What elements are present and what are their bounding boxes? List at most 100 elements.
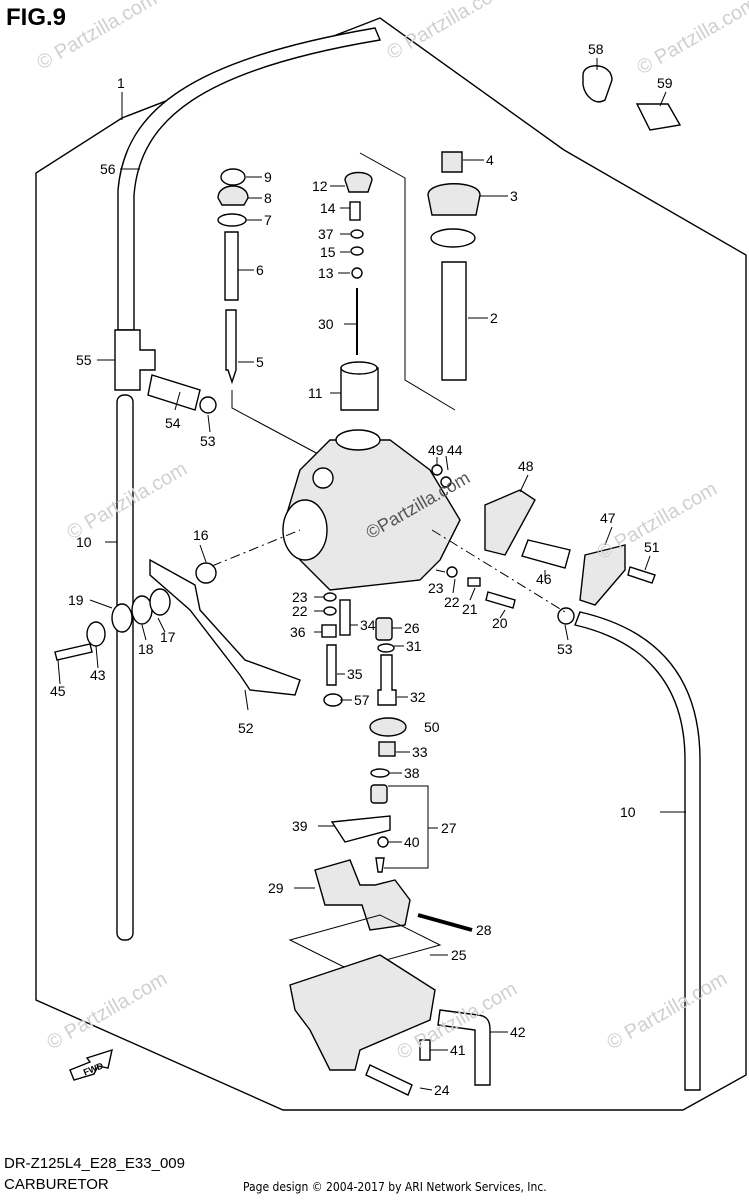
callout-labels: 1 2 3 4 5 6 7 8 9 10 10 11 12 13 14 15 1…	[50, 41, 673, 1098]
callout-19: 19	[68, 592, 84, 608]
callout-59: 59	[657, 75, 673, 91]
washer-50	[369, 717, 407, 737]
callout-1: 1	[117, 75, 125, 91]
callout-17: 17	[160, 629, 176, 645]
callout-58: 58	[588, 41, 604, 57]
carb-inlet	[282, 499, 328, 561]
leader-lines	[57, 58, 686, 1091]
ring-38	[370, 768, 390, 778]
float-bowl	[289, 954, 436, 1071]
drain-hose-42	[437, 1009, 491, 1086]
cable-line	[359, 152, 456, 411]
callout-42: 42	[510, 1024, 526, 1040]
cover-47	[579, 544, 626, 606]
spring-2	[441, 261, 467, 381]
short-hose	[147, 374, 201, 411]
callout-26: 26	[404, 620, 420, 636]
callout-11: 11	[308, 385, 323, 401]
jet-26	[375, 617, 393, 641]
plunger-line	[231, 390, 321, 456]
main-jet-33	[378, 741, 396, 757]
callout-14: 14	[320, 200, 336, 216]
spring-36	[321, 624, 337, 638]
vent-hose-lower	[116, 394, 134, 941]
bushing-17	[149, 588, 171, 616]
callout-28: 28	[476, 922, 492, 938]
starter-plunger-5	[225, 309, 237, 385]
callout-13: 13	[318, 265, 334, 281]
screw-49	[431, 464, 443, 476]
callout-39: 39	[292, 818, 308, 834]
pilot-jet-35	[326, 644, 337, 686]
callout-55: 55	[76, 352, 92, 368]
callout-33: 33	[412, 744, 428, 760]
callout-5: 5	[256, 354, 264, 370]
clip-37	[350, 229, 364, 239]
float-29	[314, 859, 411, 931]
callout-46: 46	[536, 571, 552, 587]
callout-49: 49	[428, 442, 444, 458]
callout-50: 50	[424, 719, 440, 735]
screw-44	[440, 476, 452, 488]
callout-34: 34	[360, 617, 376, 633]
carb-port	[312, 467, 334, 489]
callout-47: 47	[600, 510, 616, 526]
washer-16	[195, 562, 217, 584]
ring-31	[377, 643, 395, 653]
spring-21	[467, 577, 481, 587]
valve-27	[370, 784, 388, 804]
cap-9	[220, 168, 246, 186]
clip-right	[557, 607, 575, 625]
callout-36: 36	[290, 624, 306, 640]
page-credit: Page design © 2004-2017 by ARI Network S…	[243, 1180, 547, 1194]
float-pin-28	[417, 913, 473, 932]
callout-53-right: 53	[557, 641, 573, 657]
t-joint	[114, 329, 156, 391]
callout-38: 38	[404, 765, 420, 781]
callout-2: 2	[490, 310, 498, 326]
figure-label: FIG.9	[6, 4, 67, 31]
ring-7	[217, 213, 247, 227]
model-code: DR-Z125L4_E28_E33_009	[4, 1155, 185, 1172]
callout-54: 54	[165, 415, 181, 431]
callout-41: 41	[450, 1042, 466, 1058]
throttle-valve-top	[340, 361, 378, 375]
carb-throat	[335, 429, 381, 451]
callout-6: 6	[256, 262, 264, 278]
callout-21: 21	[462, 601, 478, 617]
section-title: CARBURETOR	[4, 1176, 109, 1193]
callout-53-upper: 53	[200, 433, 216, 449]
washer-15	[350, 246, 364, 256]
gasket-25	[288, 914, 442, 971]
ring-22-left	[323, 606, 337, 616]
callout-22-left: 22	[292, 603, 308, 619]
screw-45	[54, 643, 93, 661]
cap-12	[344, 171, 373, 193]
centerline-right	[431, 529, 566, 613]
callout-44: 44	[447, 442, 463, 458]
bracket-52	[149, 558, 301, 696]
callout-48: 48	[518, 458, 534, 474]
callout-15: 15	[320, 244, 336, 260]
assembly-frame	[35, 117, 747, 1111]
callout-10-right: 10	[620, 804, 636, 820]
callout-18: 18	[138, 641, 154, 657]
screw-40	[377, 836, 389, 848]
needle-jet-32	[377, 654, 397, 706]
callout-35: 35	[347, 666, 363, 682]
callout-23-right: 23	[428, 580, 444, 596]
callout-9: 9	[264, 169, 272, 185]
callout-22-right: 22	[444, 594, 460, 610]
callout-40: 40	[404, 834, 420, 850]
callout-43: 43	[90, 667, 106, 683]
jet-34	[339, 599, 351, 636]
callout-45: 45	[50, 683, 66, 699]
ring-19	[111, 603, 133, 633]
ring-23-right	[446, 566, 458, 578]
needle-valve	[375, 857, 385, 873]
centerline-left	[211, 529, 301, 567]
callout-7: 7	[264, 212, 272, 228]
clamp-59	[635, 103, 682, 131]
screw-51	[627, 566, 656, 584]
spacer-13	[351, 267, 363, 279]
